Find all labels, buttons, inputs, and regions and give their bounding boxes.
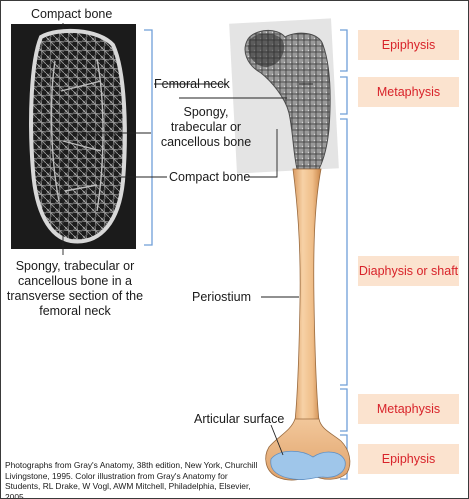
section-trabeculae bbox=[50, 58, 104, 212]
femoral-shaft bbox=[292, 168, 322, 422]
label-spongy-section: Spongy, trabecular or cancellous bone in… bbox=[6, 259, 144, 318]
bracket-diaphysis bbox=[340, 118, 348, 386]
articular-surface bbox=[270, 450, 346, 480]
region-epiphysis-bottom: Epiphysis bbox=[358, 444, 459, 474]
image-credit: Photographs from Gray's Anatomy, 38th ed… bbox=[5, 460, 258, 499]
region-diaphysis: Diaphysis or shaft bbox=[358, 256, 459, 286]
bracket-metaphysis-top bbox=[340, 76, 348, 115]
region-epiphysis-top: Epiphysis bbox=[358, 30, 459, 60]
label-spongy-femur: Spongy, trabecular or cancellous bone bbox=[160, 105, 252, 149]
proximal-femur-photo bbox=[229, 18, 339, 174]
bracket-metaphysis-bottom bbox=[340, 388, 348, 432]
label-compact-bone-top: Compact bone bbox=[31, 7, 113, 21]
leader-articular-surface bbox=[270, 424, 284, 456]
label-periostium: Periostium bbox=[192, 290, 252, 304]
leader-compact-bone-right bbox=[245, 129, 278, 178]
femoral-head bbox=[248, 33, 285, 67]
region-metaphysis-bottom: Metaphysis bbox=[358, 394, 459, 424]
region-metaphysis-top: Metaphysis bbox=[358, 77, 459, 107]
section-cortex bbox=[29, 28, 127, 244]
label-articular-surface: Articular surface bbox=[194, 412, 285, 426]
label-femoral-neck: Femoral neck bbox=[154, 77, 230, 91]
section-bracket bbox=[144, 29, 153, 246]
bracket-epiphysis-top bbox=[340, 29, 348, 72]
label-compact-bone-mid: Compact bone bbox=[169, 170, 251, 184]
section-photo bbox=[11, 24, 136, 249]
